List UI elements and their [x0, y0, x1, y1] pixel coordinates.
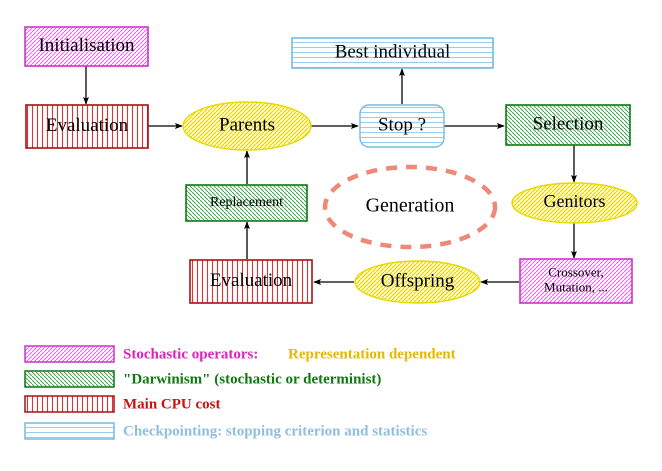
legend-checkpointing-text-0: Checkpointing: stopping criterion and st…	[123, 423, 427, 439]
legend-group: Stochastic operators: Representation depe…	[24, 345, 456, 440]
legend-stochastic-text-1: Representation dependent	[288, 346, 456, 362]
node-shape-initialisation	[24, 26, 149, 67]
node-label-initialisation: Initialisation	[38, 35, 135, 56]
node-initialisation[interactable]: Initialisation	[24, 26, 149, 67]
node-crossover-mutation[interactable]: Crossover,Mutation, ...	[519, 258, 633, 304]
node-shape-genitors	[511, 182, 638, 224]
edges-group	[83, 66, 577, 285]
node-shape-parents	[182, 101, 312, 151]
node-shape-crossover-mutation	[519, 258, 633, 304]
node-generation[interactable]: Generation	[322, 164, 498, 250]
node-shape-evaluation-top	[25, 104, 149, 149]
legend-checkpointing: Checkpointing: stopping criterion and st…	[24, 422, 427, 440]
legend-cpu-swatch	[24, 395, 115, 413]
legend-darwinism: "Darwinism" (stochastic or determinist)	[24, 370, 381, 388]
node-parents[interactable]: Parents	[182, 101, 312, 151]
node-shape-best-individual	[291, 37, 494, 69]
node-genitors[interactable]: Genitors	[511, 182, 638, 224]
node-label-replacement: Replacement	[210, 195, 283, 210]
node-label-evaluation-top: Evaluation	[46, 115, 129, 136]
node-label-stop: Stop ?	[378, 114, 426, 135]
node-shape-offspring	[354, 260, 481, 304]
legend-stochastic: Stochastic operators: Representation depe…	[24, 345, 456, 363]
node-offspring[interactable]: Offspring	[354, 260, 481, 304]
node-label-genitors: Genitors	[544, 191, 606, 211]
node-shape-selection	[505, 104, 631, 146]
node-selection[interactable]: Selection	[505, 104, 631, 146]
legend-cpu: Main CPU cost	[24, 395, 221, 413]
node-label-generation: Generation	[366, 195, 455, 217]
legend-checkpointing-swatch	[24, 422, 115, 440]
node-label-selection: Selection	[533, 113, 604, 134]
node-shape-generation	[322, 164, 498, 250]
legend-cpu-text-0: Main CPU cost	[123, 396, 221, 412]
node-label-crossover-mutation: Crossover,Mutation, ...	[544, 264, 608, 294]
node-replacement[interactable]: Replacement	[185, 184, 308, 222]
node-label-evaluation-bottom: Evaluation	[210, 270, 293, 291]
node-evaluation-bottom[interactable]: Evaluation	[189, 259, 313, 304]
node-shape-stop	[359, 104, 445, 148]
node-evaluation-top[interactable]: Evaluation	[25, 104, 149, 149]
legend-darwinism-swatch	[24, 370, 115, 388]
node-shape-replacement	[185, 184, 308, 222]
node-label-offspring: Offspring	[381, 270, 455, 291]
legend-stochastic-text-0: Stochastic operators:	[123, 346, 258, 362]
node-stop[interactable]: Stop ?	[359, 104, 445, 148]
node-shape-evaluation-bottom	[189, 259, 313, 304]
node-best-individual[interactable]: Best individual	[291, 37, 494, 69]
node-label-parents: Parents	[219, 114, 275, 135]
node-label-best-individual: Best individual	[335, 41, 451, 62]
legend-darwinism-text-0: "Darwinism" (stochastic or determinist)	[123, 371, 381, 387]
legend-stochastic-swatch	[24, 345, 115, 363]
